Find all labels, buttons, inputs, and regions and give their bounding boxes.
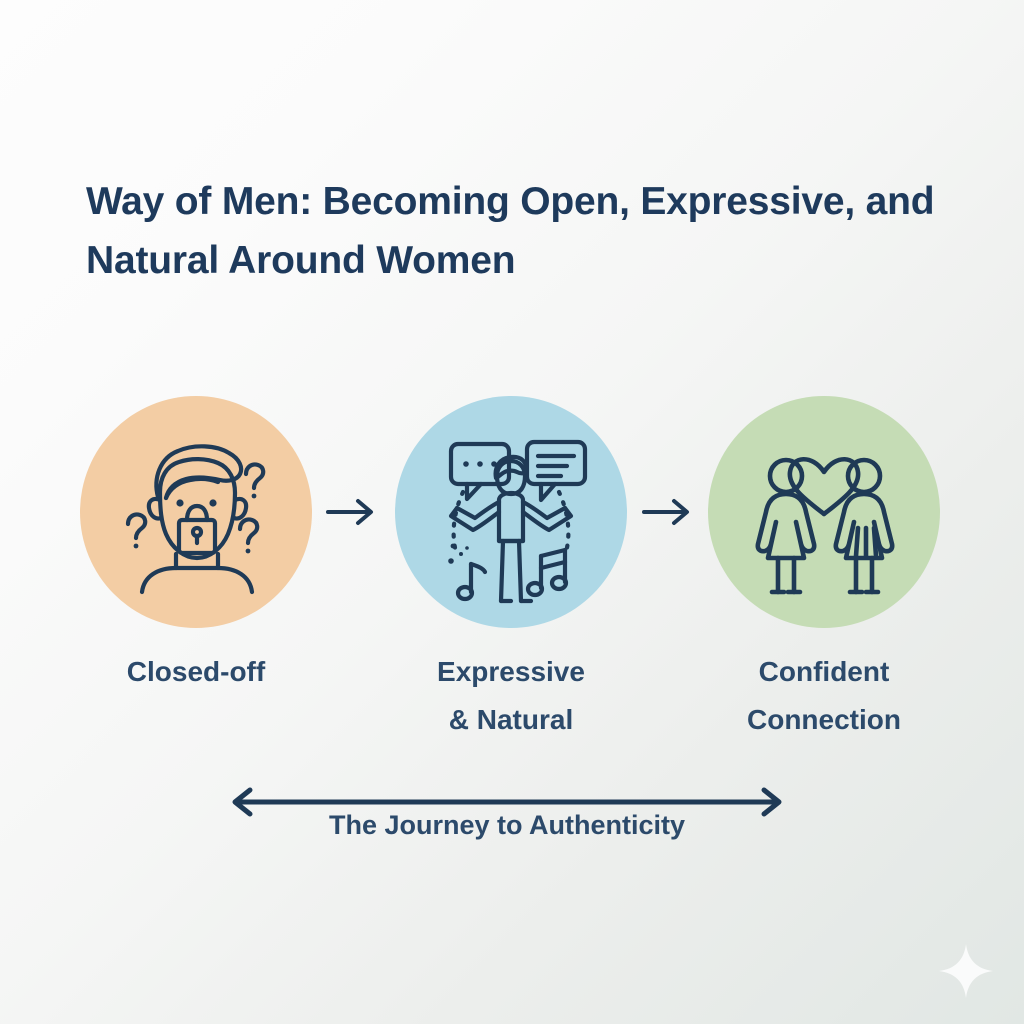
stage-label-line-1: Confident xyxy=(758,656,890,687)
stage-row xyxy=(0,396,1024,628)
locked-face-icon xyxy=(125,444,266,595)
stage-label-line-1: Expressive xyxy=(437,656,585,687)
stage-label-row: Closed-off Expressive & Natural Confiden… xyxy=(0,648,1024,758)
stage-label-expressive-natural: Expressive & Natural xyxy=(361,648,661,744)
open-arms-speech-music-icon xyxy=(448,439,588,604)
stage-circle-confident-connection xyxy=(708,396,940,628)
flow-arrow-right-1 xyxy=(324,494,380,530)
journey-section: The Journey to Authenticity xyxy=(224,786,790,886)
stage-label-line-1: Closed-off xyxy=(126,656,266,687)
double-headed-arrow xyxy=(232,787,782,817)
stage-label-closed-off: Closed-off xyxy=(46,648,346,696)
stage-circle-expressive-natural xyxy=(395,396,627,628)
journey-caption: The Journey to Authenticity xyxy=(328,810,686,840)
page-title: Way of Men: Becoming Open, Expressive, a… xyxy=(86,180,935,282)
flow-arrow-right-2 xyxy=(640,494,696,530)
stage-label-confident-connection: Confident Connection xyxy=(674,648,974,744)
sparkle-icon xyxy=(939,944,993,998)
stage-label-line-2: Connection xyxy=(747,704,901,735)
couple-heart-icon xyxy=(755,456,895,595)
stage-label-line-2: & Natural xyxy=(448,704,574,735)
stage-circle-closed-off xyxy=(80,396,312,628)
